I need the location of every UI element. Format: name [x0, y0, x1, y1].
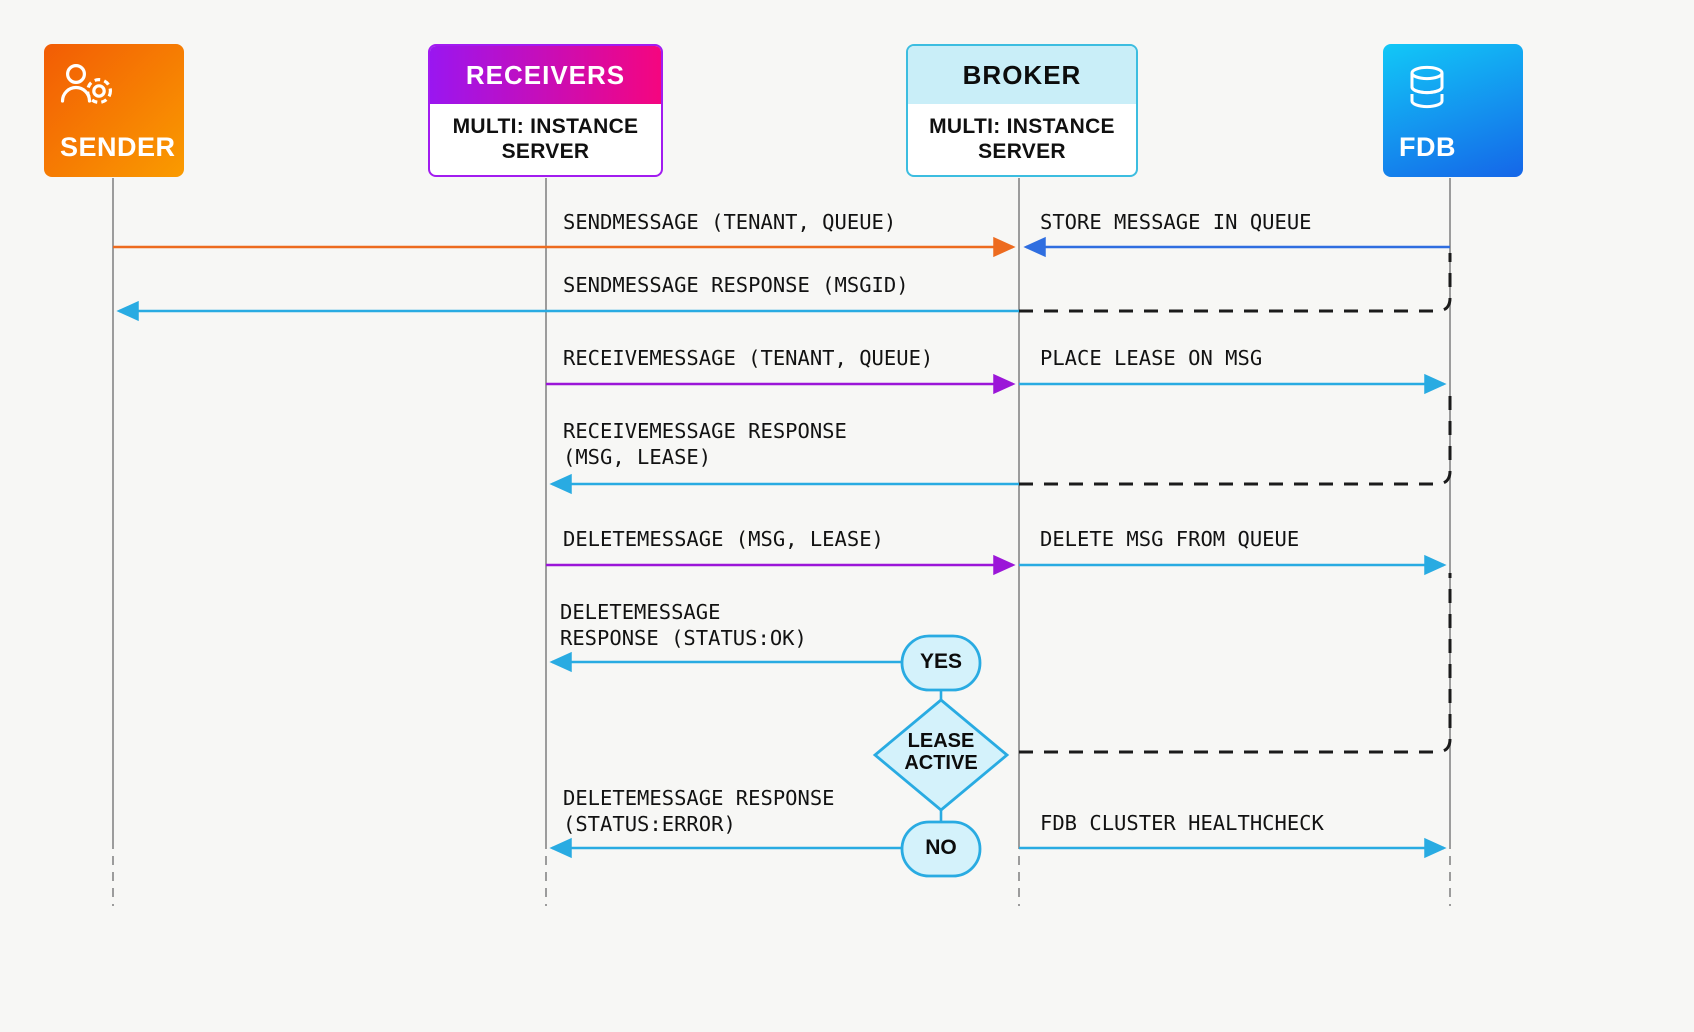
- label-sendmessage-response: SENDMESSAGE RESPONSE (MSGID): [563, 273, 909, 297]
- label-place-lease-on-msg: PLACE LEASE ON MSG: [1040, 346, 1263, 370]
- actor-sender[interactable]: SENDER: [44, 44, 184, 177]
- actor-broker-label: BROKER: [908, 46, 1136, 104]
- label-store-message-in-queue: STORE MESSAGE IN QUEUE: [1040, 210, 1312, 234]
- label-sendmessage: SENDMESSAGE (TENANT, QUEUE): [563, 210, 897, 234]
- actor-sender-label: SENDER: [60, 132, 176, 162]
- dashed-brackets: [1019, 253, 1452, 754]
- label-deletemessage: DELETEMESSAGE (MSG, LEASE): [563, 527, 884, 551]
- decision-shapes: [872, 634, 1010, 878]
- yes-node-label[interactable]: YES: [919, 650, 963, 673]
- label-fdb-cluster-healthcheck: FDB CLUSTER HEALTHCHECK: [1040, 811, 1324, 835]
- lease-active-node-label[interactable]: LEASE ACTIVE: [904, 730, 978, 775]
- actor-fdb[interactable]: FDB: [1383, 44, 1523, 177]
- label-receivemessage: RECEIVEMESSAGE (TENANT, QUEUE): [563, 346, 934, 370]
- lease-active-node: [872, 698, 1010, 812]
- database-icon: [1410, 65, 1444, 109]
- message-arrows: [113, 236, 1450, 859]
- user-gear-icon: [60, 64, 112, 104]
- label-delete-msg-from-queue: DELETE MSG FROM QUEUE: [1040, 527, 1300, 551]
- actor-broker-subtitle: MULTI: INSTANCE SERVER: [929, 114, 1115, 163]
- label-deletemessage-response-ok: DELETEMESSAGE RESPONSE (STATUS:OK): [560, 600, 807, 651]
- lifelines: [112, 178, 1451, 906]
- label-deletemessage-response-error: DELETEMESSAGE RESPONSE (STATUS:ERROR): [563, 786, 835, 837]
- yes-node: [900, 634, 982, 692]
- label-receivemessage-response: RECEIVEMESSAGE RESPONSE (MSG, LEASE): [563, 419, 847, 470]
- actor-receivers-subtitle: MULTI: INSTANCE SERVER: [452, 114, 639, 163]
- no-node-label[interactable]: NO: [925, 836, 957, 859]
- actor-receivers-label: RECEIVERS: [430, 46, 661, 104]
- actor-receivers[interactable]: RECEIVERS MULTI: INSTANCE SERVER: [428, 44, 663, 177]
- actor-fdb-label: FDB: [1399, 132, 1456, 162]
- actor-broker[interactable]: BROKER MULTI: INSTANCE SERVER: [906, 44, 1138, 177]
- no-node: [900, 820, 982, 878]
